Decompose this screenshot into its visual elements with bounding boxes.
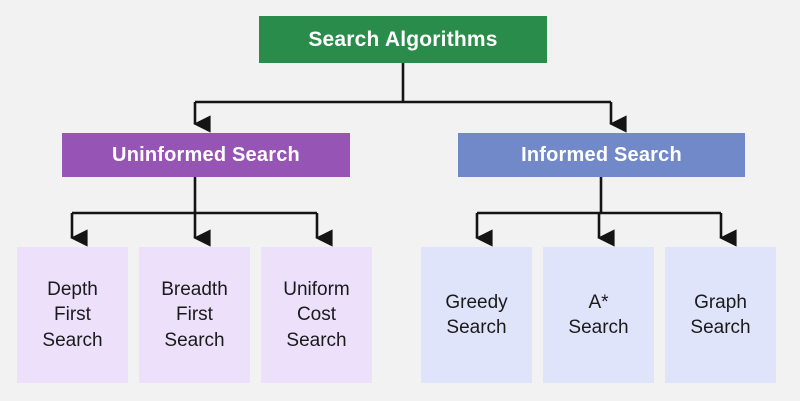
node-graph-search-label: Graph Search: [690, 291, 751, 338]
node-a-star-search-label: A* Search: [568, 291, 629, 338]
node-search-algorithms-label: Search Algorithms: [308, 27, 498, 51]
node-informed-search[interactable]: Informed Search: [458, 133, 745, 177]
node-uniform-cost-search-label: Uniform Cost Search: [283, 278, 350, 351]
node-informed-search-label: Informed Search: [521, 143, 682, 166]
node-breadth-first-search-label: Breadth First Search: [161, 278, 228, 351]
node-greedy-search[interactable]: Greedy Search: [421, 247, 532, 383]
node-uniform-cost-search[interactable]: Uniform Cost Search: [261, 247, 372, 383]
node-depth-first-search-label: Depth First Search: [42, 278, 103, 351]
node-a-star-search[interactable]: A* Search: [543, 247, 654, 383]
node-search-algorithms[interactable]: Search Algorithms: [259, 16, 547, 63]
node-breadth-first-search[interactable]: Breadth First Search: [139, 247, 250, 383]
node-depth-first-search[interactable]: Depth First Search: [17, 247, 128, 383]
node-graph-search[interactable]: Graph Search: [665, 247, 776, 383]
node-uninformed-search-label: Uninformed Search: [112, 143, 300, 166]
node-uninformed-search[interactable]: Uninformed Search: [62, 133, 350, 177]
node-greedy-search-label: Greedy Search: [445, 291, 508, 338]
